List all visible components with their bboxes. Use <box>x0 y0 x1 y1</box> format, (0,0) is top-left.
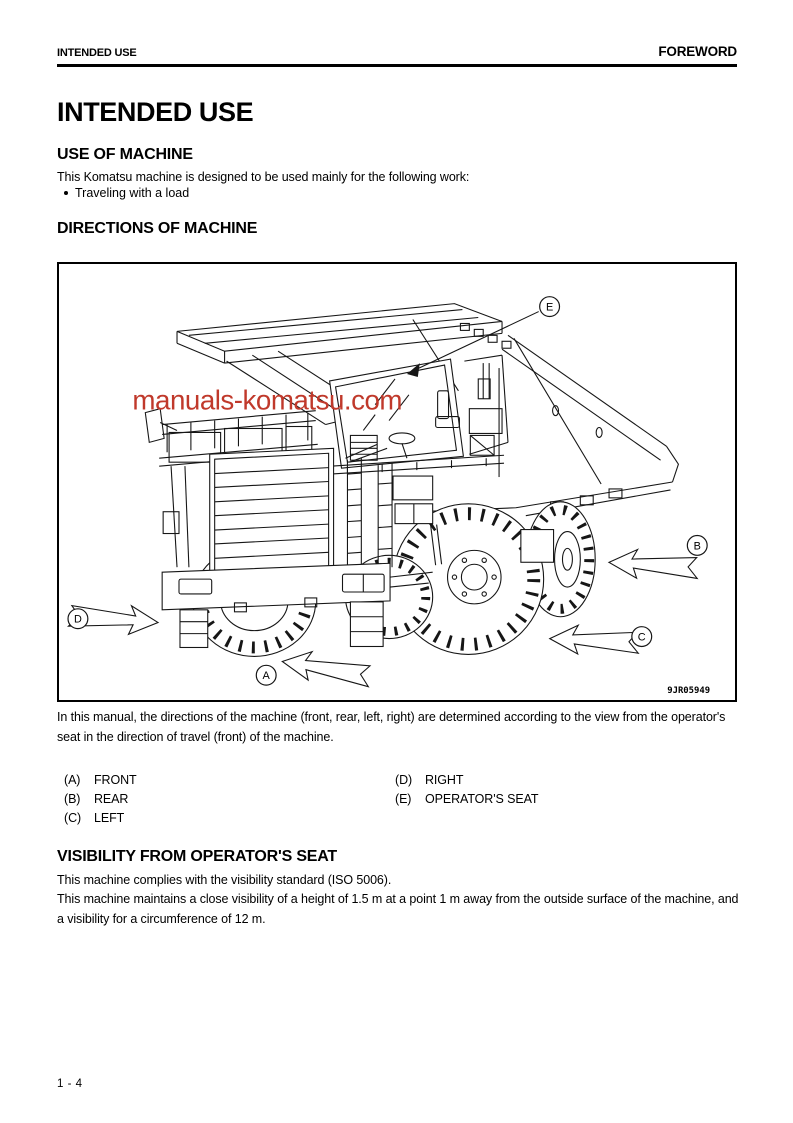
header-chapter-label: FOREWORD <box>658 44 737 59</box>
svg-text:D: D <box>74 614 82 626</box>
page-number: 1 - 4 <box>57 1078 83 1090</box>
direction-legend-col2: (D) RIGHT (E) OPERATOR'S SEAT <box>395 771 539 809</box>
legend-label: LEFT <box>94 811 125 825</box>
svg-text:B: B <box>694 540 701 552</box>
legend-label: FRONT <box>94 773 137 787</box>
page-header: INTENDED USE FOREWORD <box>57 44 737 67</box>
catwalk <box>330 434 505 475</box>
visibility-line2: This machine maintains a close visibilit… <box>57 892 739 926</box>
windshield <box>329 358 465 469</box>
truck-line-drawing: A B C D E manuals-komatsu.com 9JR05949 <box>67 296 710 696</box>
radiator-grille <box>209 447 335 578</box>
figure-code: 9JR05949 <box>667 686 710 696</box>
side-mirror <box>144 407 165 444</box>
legend-item: (A) FRONT <box>64 771 137 790</box>
front-bumper <box>161 562 391 649</box>
use-of-machine-heading: USE OF MACHINE <box>57 146 193 163</box>
direction-arrow-a <box>281 650 372 688</box>
directions-paragraph: In this manual, the directions of the ma… <box>57 710 726 744</box>
direction-label-c: C <box>631 626 653 648</box>
dump-body <box>412 319 680 517</box>
bullet-dot-icon <box>64 191 68 195</box>
direction-label-a: A <box>255 664 277 686</box>
legend-key: (C) <box>64 811 82 825</box>
legend-label: RIGHT <box>425 773 464 787</box>
access-ladder <box>346 458 393 570</box>
legend-key: (D) <box>395 773 413 787</box>
legend-key: (E) <box>395 792 412 806</box>
direction-label-b: B <box>686 534 708 556</box>
legend-label: REAR <box>94 792 129 806</box>
watermark-text: manuals-komatsu.com <box>132 385 402 416</box>
page-title: INTENDED USE <box>57 97 254 127</box>
legend-item: (E) OPERATOR'S SEAT <box>395 790 539 809</box>
rear-axle-box <box>520 529 555 563</box>
legend-item: (B) REAR <box>64 790 137 809</box>
bullet-item-label: Traveling with a load <box>75 186 190 200</box>
use-of-machine-intro: This Komatsu machine is designed to be u… <box>57 170 470 184</box>
header-section-label: INTENDED USE <box>57 47 137 59</box>
label-e-leader <box>406 311 539 377</box>
rear-wheel-outer <box>392 503 545 655</box>
visibility-heading: VISIBILITY FROM OPERATOR'S SEAT <box>57 848 338 865</box>
direction-arrow-b <box>607 548 699 580</box>
directions-figure: A B C D E manuals-komatsu.com 9JR05949 <box>57 262 737 702</box>
truck-cab <box>329 354 509 478</box>
direction-legend-col1: (A) FRONT (B) REAR (C) LEFT <box>64 771 137 828</box>
direction-arrow-c <box>548 624 640 656</box>
side-tank <box>390 475 443 588</box>
legend-item: (D) RIGHT <box>395 771 538 790</box>
legend-key: (B) <box>64 792 81 806</box>
operator-seat <box>435 390 460 429</box>
svg-text:E: E <box>546 302 553 314</box>
direction-label-d: D <box>67 608 89 630</box>
bullet-item: Traveling with a load <box>64 186 189 200</box>
legend-key: (A) <box>64 773 81 787</box>
legend-label: OPERATOR'S SEAT <box>425 792 539 806</box>
svg-text:A: A <box>263 670 271 682</box>
direction-label-e: E <box>539 296 561 318</box>
headlight-left <box>178 578 213 595</box>
svg-text:C: C <box>638 632 646 644</box>
legend-item: (C) LEFT <box>64 809 137 828</box>
directions-heading: DIRECTIONS OF MACHINE <box>57 220 258 237</box>
visibility-line1: This machine complies with the visibilit… <box>57 873 392 887</box>
